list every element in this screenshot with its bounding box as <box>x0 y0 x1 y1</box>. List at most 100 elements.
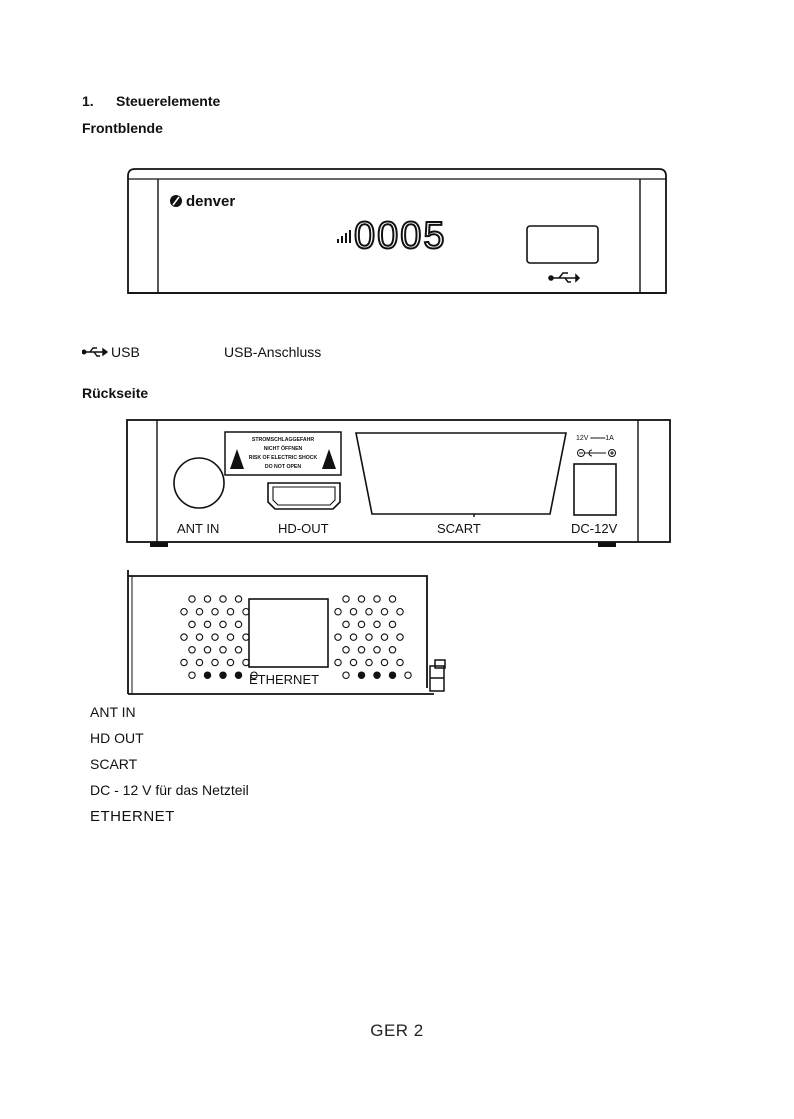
page-number: GER 2 <box>0 1021 794 1041</box>
vent-hole <box>389 647 395 653</box>
vent-hole <box>235 672 241 678</box>
vent-hole <box>366 634 372 640</box>
front-usb-port <box>527 226 598 263</box>
rear-panel-heading: Rückseite <box>82 385 148 401</box>
vent-hole <box>374 596 380 602</box>
usb-description: USB-Anschluss <box>224 344 321 360</box>
vent-hole <box>374 621 380 627</box>
vent-hole <box>350 659 356 665</box>
vent-hole <box>366 609 372 615</box>
vent-hole <box>181 609 187 615</box>
vent-hole <box>397 609 403 615</box>
vent-hole <box>220 621 226 627</box>
vent-hole <box>196 634 202 640</box>
section-heading: 1.Steuerelemente <box>82 93 220 109</box>
front-panel-heading: Frontblende <box>82 120 163 136</box>
vent-hole <box>220 647 226 653</box>
vent-hole <box>196 609 202 615</box>
vent-hole <box>358 621 364 627</box>
vent-hole <box>181 634 187 640</box>
vent-hole <box>358 596 364 602</box>
front-usb-icon <box>549 273 579 282</box>
rear-foot-right <box>598 542 616 547</box>
denver-logo: denver <box>170 193 235 210</box>
warning-line-1: STROMSCHLAGGEFAHR <box>252 437 315 443</box>
front-panel-illustration: denver 0005 <box>127 168 667 294</box>
warning-line-3: RISK OF ELECTRIC SHOCK <box>249 455 318 461</box>
warning-label: STROMSCHLAGGEFAHR NICHT ÖFFNEN RISK OF E… <box>225 432 341 475</box>
side-latch <box>430 660 445 691</box>
ant-in-port <box>174 458 224 508</box>
warning-line-2: NICHT ÖFFNEN <box>264 445 303 452</box>
vent-hole <box>343 596 349 602</box>
side-panel-illustration: ETHERNET <box>126 568 454 698</box>
dc-jack <box>574 464 616 515</box>
vent-hole <box>397 659 403 665</box>
ethernet-port <box>249 599 328 667</box>
vent-hole <box>235 621 241 627</box>
vent-hole <box>235 647 241 653</box>
vent-hole <box>196 659 202 665</box>
dc-label: DC-12V <box>571 521 618 536</box>
vent-hole <box>220 596 226 602</box>
vent-hole <box>381 609 387 615</box>
rear-panel-illustration: STROMSCHLAGGEFAHR NICHT ÖFFNEN RISK OF E… <box>126 419 671 553</box>
usb-icon <box>82 346 108 358</box>
ethernet-label: ETHERNET <box>249 672 319 687</box>
channel-display: 0005 <box>354 215 447 257</box>
vent-hole <box>227 634 233 640</box>
vent-hole <box>389 621 395 627</box>
section-number: 1. <box>82 93 116 109</box>
vent-hole <box>350 634 356 640</box>
vent-hole <box>212 609 218 615</box>
vent-hole <box>397 634 403 640</box>
vent-hole <box>358 647 364 653</box>
vent-hole <box>343 647 349 653</box>
vent-hole <box>335 609 341 615</box>
vent-hole <box>204 647 210 653</box>
ventilation-holes-right <box>335 596 411 679</box>
vent-hole <box>374 672 380 678</box>
signal-strength-icon <box>337 230 351 243</box>
section-title: Steuerelemente <box>116 93 220 109</box>
usb-legend-row: USB USB-Anschluss <box>82 344 482 362</box>
hd-out-label: HD-OUT <box>278 521 329 536</box>
vent-hole <box>405 672 411 678</box>
vent-hole <box>204 596 210 602</box>
vent-hole <box>235 596 241 602</box>
scart-label: SCART <box>437 521 481 536</box>
brand-name: denver <box>186 193 235 210</box>
vent-hole <box>335 659 341 665</box>
vent-hole <box>189 596 195 602</box>
usb-label: USB <box>111 344 140 360</box>
vent-hole <box>220 672 226 678</box>
vent-hole <box>343 621 349 627</box>
vent-hole <box>343 672 349 678</box>
vent-hole <box>189 647 195 653</box>
ventilation-holes-left <box>181 596 257 679</box>
ant-in-label: ANT IN <box>177 521 219 536</box>
vent-hole <box>335 634 341 640</box>
vent-hole <box>204 672 210 678</box>
legend-item-hd-out: HD OUT <box>90 730 144 746</box>
vent-hole <box>389 596 395 602</box>
polarity-icon <box>578 450 616 457</box>
vent-hole <box>227 609 233 615</box>
vent-hole <box>381 634 387 640</box>
legend-item-ethernet: ETHERNET <box>90 808 175 825</box>
vent-hole <box>374 647 380 653</box>
vent-hole <box>189 672 195 678</box>
vent-hole <box>189 621 195 627</box>
rear-foot-left <box>150 542 168 547</box>
vent-hole <box>181 659 187 665</box>
power-rating: 12V ═══1A <box>576 435 614 442</box>
legend-item-scart: SCART <box>90 756 137 772</box>
vent-hole <box>381 659 387 665</box>
vent-hole <box>204 621 210 627</box>
vent-hole <box>389 672 395 678</box>
vent-hole <box>358 672 364 678</box>
vent-hole <box>350 609 356 615</box>
scart-port <box>356 433 566 514</box>
vent-hole <box>366 659 372 665</box>
legend-item-ant-in: ANT IN <box>90 704 136 720</box>
